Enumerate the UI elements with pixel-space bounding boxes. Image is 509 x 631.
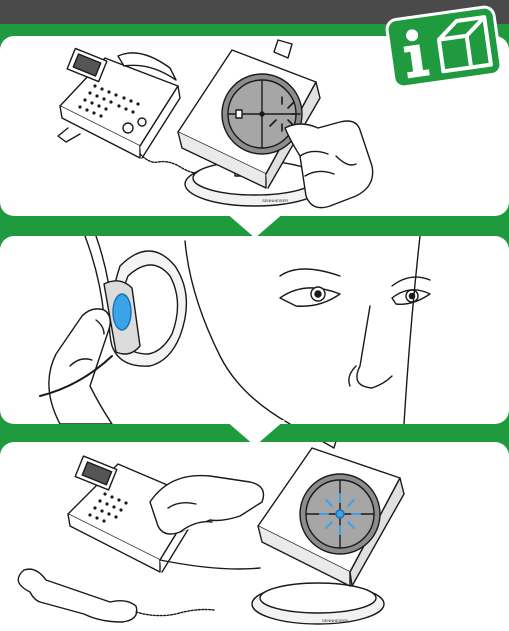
brand-label: SENNHEISER <box>322 618 348 623</box>
hand-icon <box>150 476 264 534</box>
info-badge <box>384 4 505 91</box>
face-illustration <box>185 236 430 424</box>
base-station-icon <box>258 442 404 586</box>
step-2-illustration <box>0 236 509 424</box>
step-arrow-1 <box>225 212 285 238</box>
brand-label: SENNHEISER <box>262 198 288 203</box>
step-3-illustration: SENNHEISER <box>0 442 509 631</box>
headset-button-lit-icon <box>113 294 131 330</box>
step-3-panel: SENNHEISER <box>0 442 509 631</box>
handset-icon <box>18 569 136 622</box>
finger-icon <box>49 309 112 424</box>
desk-phone-icon <box>58 48 180 158</box>
step-2-panel <box>0 236 509 424</box>
